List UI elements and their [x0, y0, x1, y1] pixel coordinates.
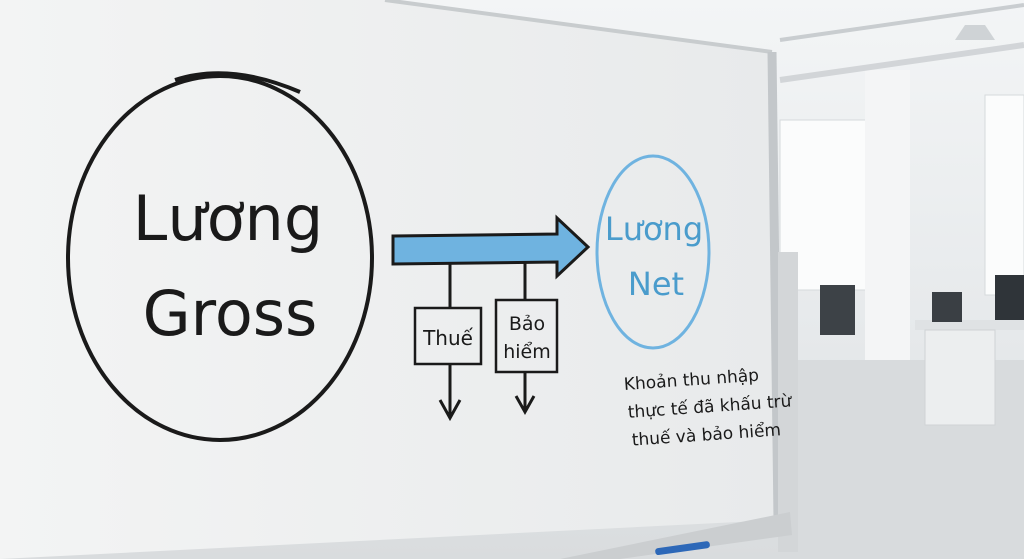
monitor: [995, 275, 1024, 320]
net-circle: [595, 154, 711, 350]
tax-box: [413, 306, 483, 366]
gross-circle: [66, 74, 374, 442]
whiteboard-stand: [778, 252, 798, 552]
tax-label: Thuế: [422, 326, 474, 350]
gross-title-line2: Gross: [143, 277, 318, 350]
insurance-label-line1: Bảo: [509, 313, 545, 335]
net-title-line2: Net: [628, 265, 684, 303]
office-chair: [932, 292, 962, 322]
net-title-line1: Lương: [605, 210, 703, 248]
blue-marker: [655, 541, 710, 556]
whiteboard-surface: [0, 0, 778, 559]
whiteboard-frame-right: [767, 51, 783, 521]
office-chair: [820, 285, 855, 335]
gross-title-line1: Lương: [133, 182, 323, 255]
ceiling-lamp: [955, 25, 995, 40]
insurance-label-line2: hiểm: [503, 341, 551, 363]
flow-arrow: [391, 214, 591, 280]
marker-tray: [560, 512, 792, 559]
whiteboard-frame-top: [384, 0, 773, 54]
